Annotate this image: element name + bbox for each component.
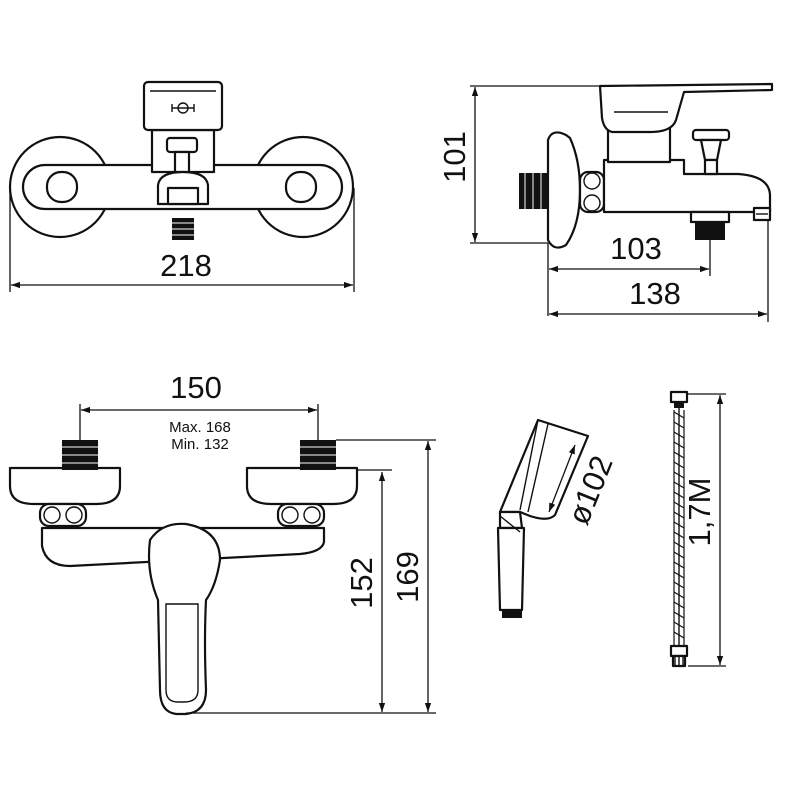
left-union: [45, 170, 79, 204]
dim-line-diameter: [548, 444, 576, 513]
side-escutcheon: [546, 131, 582, 249]
dim-front-width: 218: [160, 248, 212, 283]
bottom-right-cup: [245, 466, 359, 506]
front-view: 218: [8, 80, 355, 292]
dim-centers: 150: [170, 370, 222, 405]
dim-centers-min: Min. 132: [171, 436, 229, 453]
dim-bottom-height-total: 169: [390, 551, 425, 603]
dim-side-depth-inner: 103: [610, 231, 662, 266]
hot-cold-icon: [171, 102, 195, 114]
dim-side-height: 101: [437, 131, 472, 183]
side-shower-thread: [695, 222, 725, 240]
dim-side-depth-total: 138: [629, 276, 681, 311]
side-body: [602, 158, 772, 214]
side-view: 101 103 138: [437, 82, 774, 322]
bottom-lever: [147, 522, 222, 716]
hose: 1,7M: [669, 390, 726, 668]
side-diverter: [691, 128, 731, 142]
right-union: [284, 170, 318, 204]
dim-hose-length: 1,7M: [682, 478, 717, 547]
bottom-view: 150 Max. 168 Min. 132 152 169: [8, 370, 436, 716]
dim-bottom-height-inner: 152: [344, 557, 379, 609]
dim-centers-max: Max. 168: [169, 419, 231, 436]
hand-shower: ø102: [496, 418, 620, 618]
bottom-left-cup: [8, 466, 122, 506]
side-lever: [598, 82, 774, 134]
shower-handle: [496, 526, 526, 612]
front-lever: [142, 80, 224, 132]
front-diverter: [165, 136, 199, 154]
